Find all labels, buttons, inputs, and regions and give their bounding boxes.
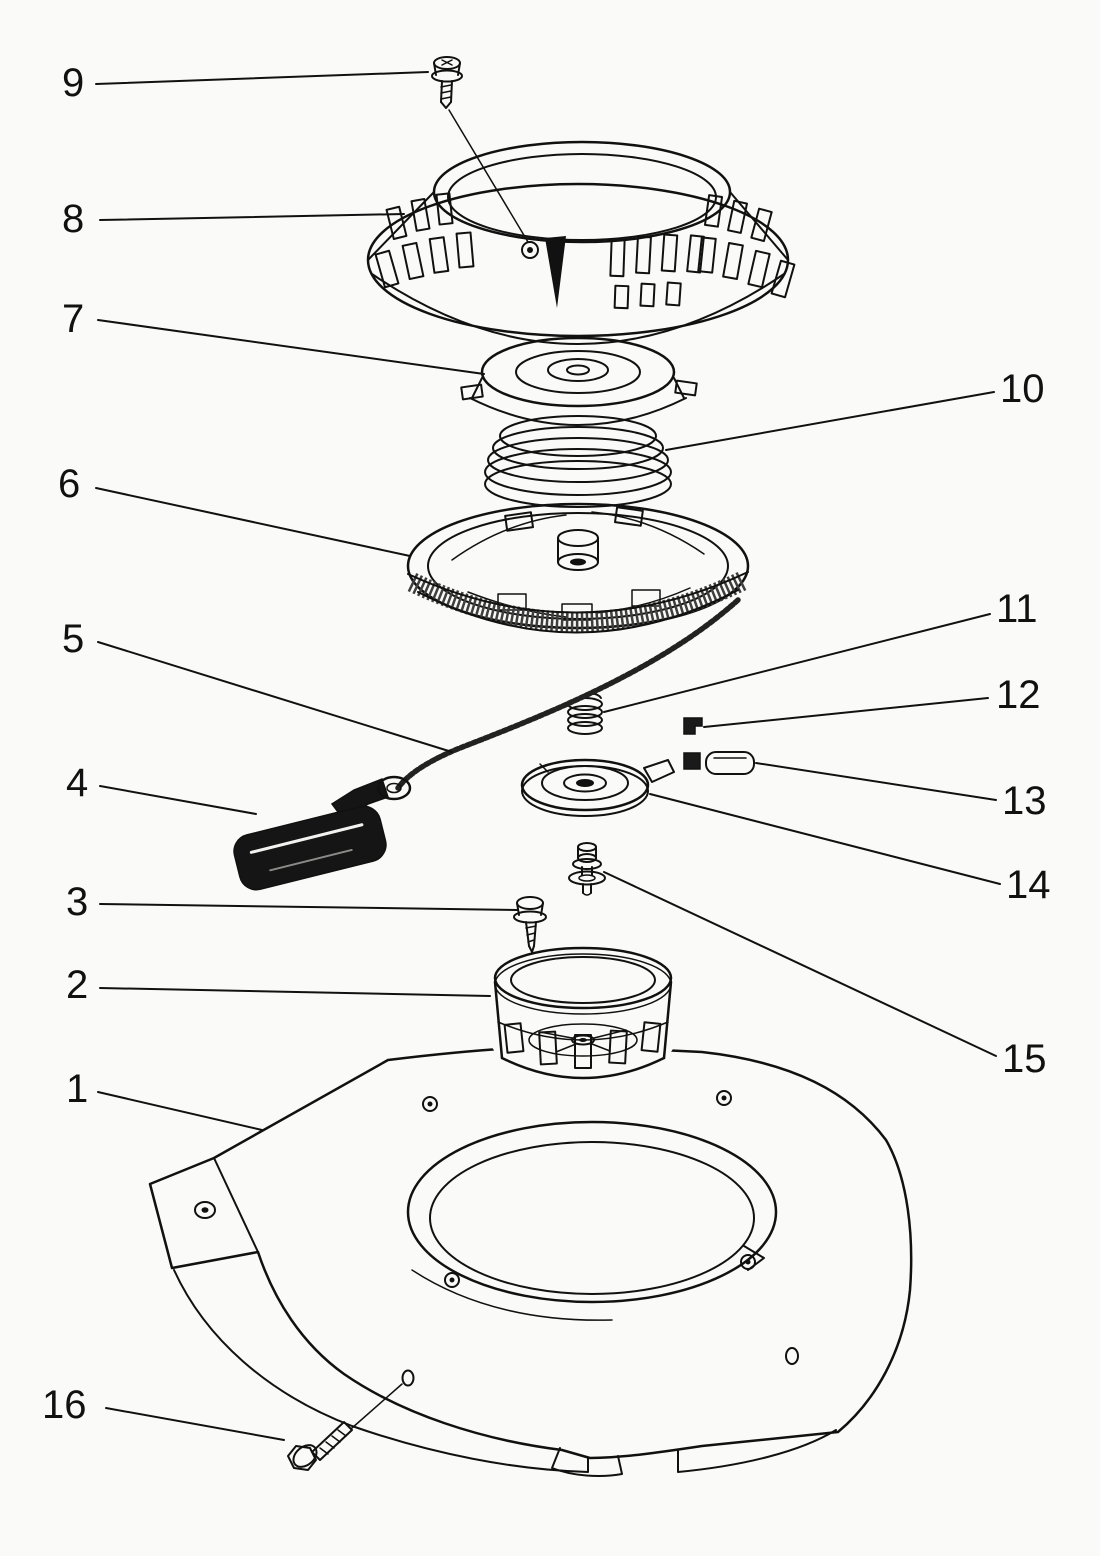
vent-slots-left bbox=[374, 192, 475, 289]
callout-6: 6 bbox=[58, 462, 80, 506]
part-blower-housing bbox=[148, 1045, 913, 1477]
callout-leaders bbox=[95, 71, 1001, 1441]
part-starter-cup bbox=[485, 946, 681, 1090]
part-hex-bolt-16 bbox=[287, 1383, 403, 1471]
vent-slots-front bbox=[609, 233, 705, 310]
part-pin-roller bbox=[683, 751, 755, 775]
callout-numbers: 9 8 7 6 5 4 3 2 1 16 10 11 12 13 14 15 bbox=[42, 61, 1051, 1427]
rope-guide-wedge bbox=[545, 236, 566, 308]
callout-14: 14 bbox=[1006, 863, 1051, 907]
callout-16: 16 bbox=[42, 1383, 87, 1427]
callout-12: 12 bbox=[996, 673, 1041, 717]
leader-8 bbox=[99, 213, 405, 221]
leader-11 bbox=[603, 613, 991, 713]
callout-4: 4 bbox=[66, 761, 88, 805]
part-retainer-bolt bbox=[568, 842, 606, 896]
part-starter-rope bbox=[395, 597, 741, 791]
leader-15 bbox=[603, 871, 997, 1057]
leader-1 bbox=[97, 1091, 263, 1131]
leader-14 bbox=[649, 793, 1001, 885]
part-clip bbox=[683, 717, 703, 735]
part-recoil-pulley bbox=[406, 502, 750, 634]
part-starter-cover bbox=[366, 140, 796, 345]
leader-10 bbox=[665, 391, 995, 451]
callout-1: 1 bbox=[66, 1067, 88, 1111]
callout-2: 2 bbox=[66, 963, 88, 1007]
leader-5 bbox=[97, 641, 453, 753]
leader-6 bbox=[95, 487, 411, 557]
leader-4 bbox=[99, 785, 257, 815]
callout-9: 9 bbox=[62, 61, 84, 105]
rope-anchor bbox=[376, 775, 412, 801]
callout-10: 10 bbox=[1000, 367, 1045, 411]
callout-5: 5 bbox=[62, 617, 84, 661]
leader-3 bbox=[99, 903, 519, 911]
leader-12 bbox=[703, 697, 989, 728]
leader-9 bbox=[95, 71, 429, 85]
part-screw-3 bbox=[513, 896, 547, 953]
leader-2 bbox=[99, 987, 491, 997]
leader-7 bbox=[97, 319, 485, 375]
part-spring-sheave bbox=[460, 336, 698, 426]
vent-slots-right bbox=[697, 194, 796, 299]
callout-8: 8 bbox=[62, 197, 84, 241]
cover-screw-boss bbox=[521, 241, 539, 259]
callout-7: 7 bbox=[62, 297, 84, 341]
part-clutch-retainer bbox=[520, 758, 675, 817]
part-recoil-spring bbox=[484, 415, 672, 508]
callout-11: 11 bbox=[996, 587, 1038, 631]
housing-bolt-hole bbox=[401, 1369, 415, 1387]
part-screw-9 bbox=[431, 56, 529, 243]
rope-coil-band bbox=[407, 571, 749, 632]
callout-13: 13 bbox=[1002, 779, 1047, 823]
leader-16 bbox=[105, 1407, 285, 1441]
callout-15: 15 bbox=[1002, 1037, 1047, 1081]
callout-3: 3 bbox=[66, 880, 88, 924]
leader-13 bbox=[755, 762, 997, 801]
part-starter-handle bbox=[233, 775, 412, 891]
